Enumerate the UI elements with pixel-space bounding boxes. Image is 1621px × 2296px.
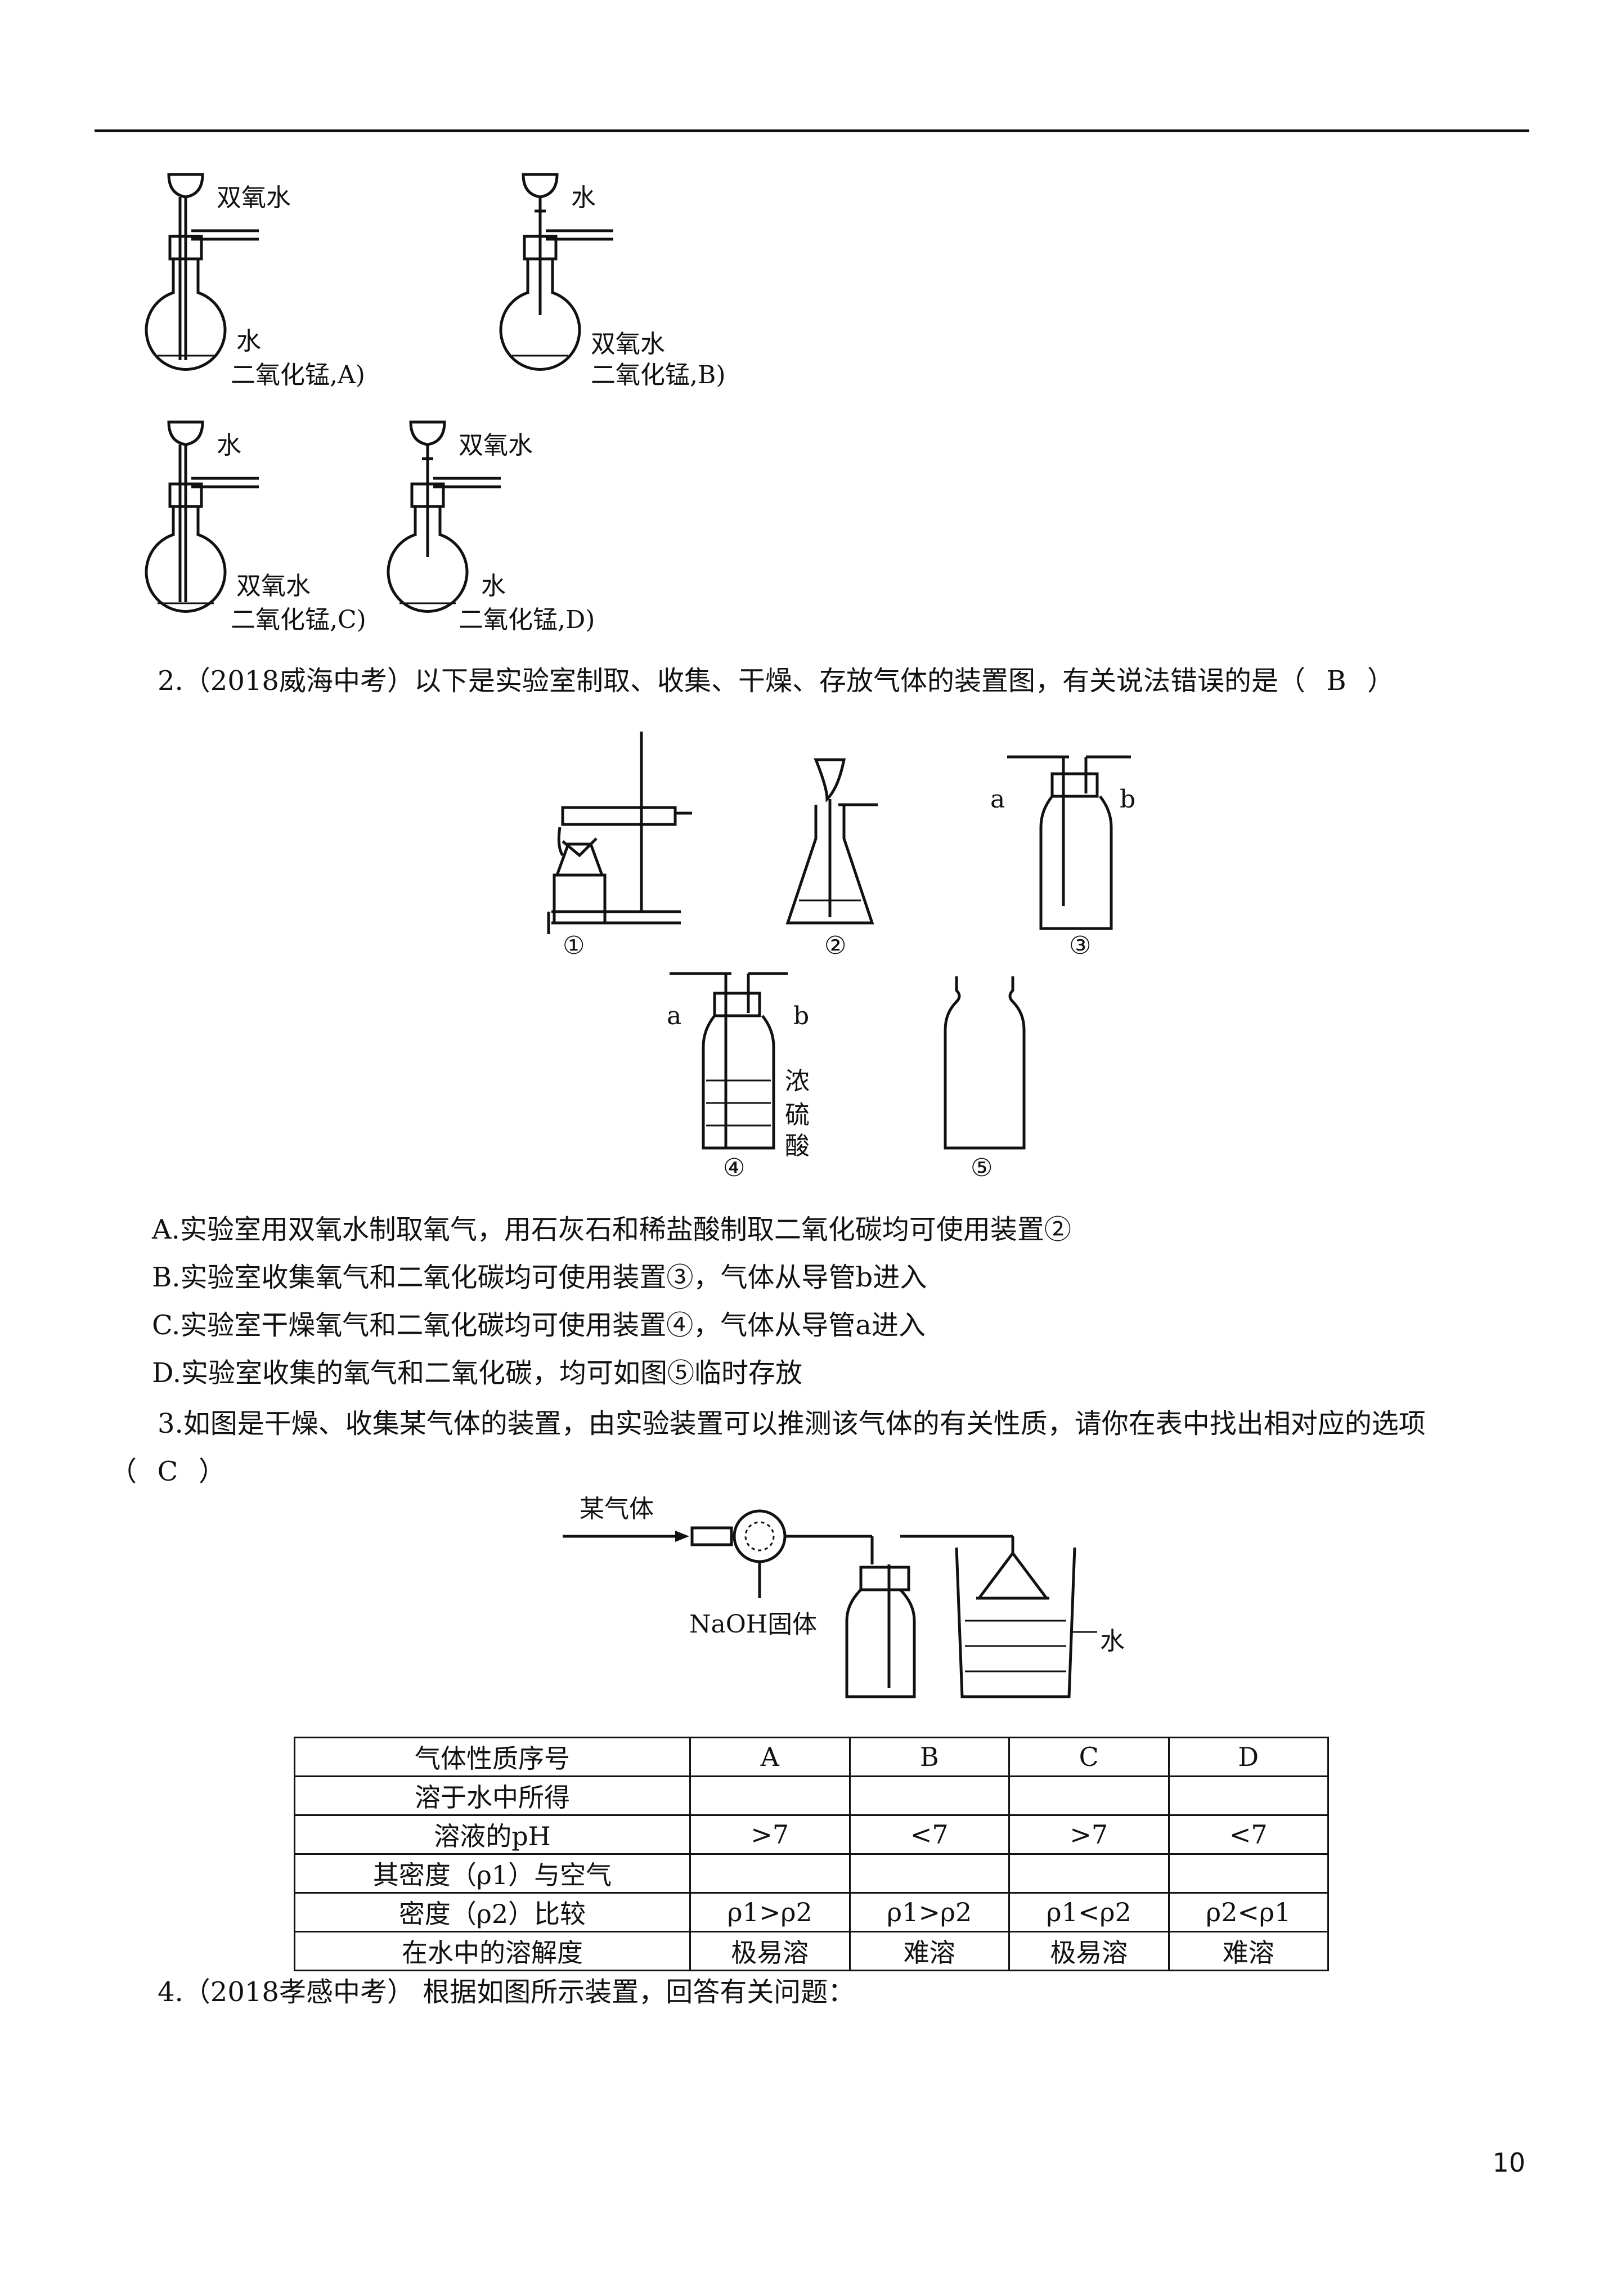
gas-label: 某气体 — [580, 1495, 654, 1523]
apparatus-d — [387, 420, 501, 613]
q2-answer: B — [1326, 665, 1346, 697]
apparatus-4 — [670, 972, 788, 1150]
table-cell: 其密度（ρ1）与空气 — [294, 1853, 691, 1894]
apparatus-2 — [785, 758, 878, 925]
q3-answer: C — [157, 1456, 178, 1487]
apparatus-5-label: ⑤ — [971, 1154, 993, 1182]
fig1-b-bot-label: 二氧化锰,B) — [591, 361, 726, 389]
q3-apparatus-diagram — [563, 1509, 1097, 1698]
fig1-b-top-label: 水 — [571, 183, 596, 212]
q3-stem: 3.如图是干燥、收集某气体的装置，由实验装置可以推测该气体的有关性质，请你在表中… — [158, 1408, 1426, 1440]
apparatus-3-label: ③ — [1069, 931, 1092, 960]
water-label: 水 — [1100, 1627, 1125, 1656]
acid-label-3: 酸 — [785, 1132, 810, 1160]
page-number: 10 — [1492, 2147, 1525, 2178]
table-cell: <7 — [848, 1814, 1010, 1855]
apparatus-3 — [1007, 755, 1131, 930]
fig1-a-bot-label: 二氧化锰,A) — [231, 361, 365, 389]
table-cell — [1008, 1775, 1170, 1816]
fig1-d-top-label: 双氧水 — [459, 431, 533, 460]
table-cell — [1008, 1853, 1170, 1894]
table-cell: >7 — [689, 1814, 851, 1855]
apparatus-2-label: ② — [824, 931, 847, 960]
q2-stem: 2.（2018威海中考）以下是实验室制取、收集、干燥、存放气体的装置图，有关说法… — [158, 665, 1394, 697]
apparatus-4-label: ④ — [723, 1154, 746, 1182]
header-rule — [95, 129, 1529, 132]
fig1-c-top-label: 水 — [217, 431, 241, 460]
table-cell: ρ2<ρ1 — [1168, 1892, 1329, 1932]
apparatus-5 — [944, 976, 1026, 1150]
table-cell: 极易溶 — [1008, 1931, 1170, 1971]
fig1-c-mid-label: 双氧水 — [236, 572, 311, 600]
apparatus-4-a-label: a — [667, 1002, 682, 1030]
q3-answer-line: （C） — [110, 1456, 226, 1487]
table-header-row: 气体性质序号 A B C D — [294, 1737, 1329, 1777]
q2-option-c: C.实验室干燥氧气和二氧化碳均可使用装置④，气体从导管a进入 — [152, 1310, 926, 1341]
fig1-c-bot-label: 二氧化锰,C) — [231, 606, 366, 634]
flask-diagrams — [145, 173, 613, 613]
table-row: 在水中的溶解度 极易溶 难溶 极易溶 难溶 — [294, 1931, 1329, 1971]
table-row: 溶液的pH >7 <7 >7 <7 — [294, 1814, 1329, 1855]
table-cell: 溶液的pH — [294, 1814, 691, 1855]
table-row: 溶于水中所得 — [294, 1775, 1329, 1816]
apparatus-4-b-label: b — [793, 1002, 810, 1030]
q4-stem: 4.（2018孝感中考） 根据如图所示装置，回答有关问题： — [158, 1976, 855, 2008]
q2-option-a: A.实验室用双氧水制取氧气，用石灰石和稀盐酸制取二氧化碳均可使用装置② — [152, 1214, 1071, 1245]
table-header-cell: B — [848, 1737, 1010, 1777]
table-cell — [689, 1853, 851, 1894]
fig1-a-mid-label: 水 — [236, 327, 261, 356]
q2-option-b: B.实验室收集氧气和二氧化碳均可使用装置③，气体从导管b进入 — [152, 1262, 927, 1293]
apparatus-3-b-label: b — [1120, 785, 1136, 814]
table-cell: ρ1<ρ2 — [1008, 1892, 1170, 1932]
table-cell: 在水中的溶解度 — [294, 1931, 691, 1971]
table-cell — [1168, 1775, 1329, 1816]
table-cell: 密度（ρ2）比较 — [294, 1892, 691, 1932]
table-cell: ρ1>ρ2 — [689, 1892, 851, 1932]
apparatus-1 — [547, 732, 692, 934]
table-header-cell: D — [1168, 1737, 1329, 1777]
q2-option-d: D.实验室收集的氧气和二氧化碳，均可如图⑤临时存放 — [152, 1357, 803, 1389]
fig1-a-top-label: 双氧水 — [217, 183, 291, 212]
table-cell: 溶于水中所得 — [294, 1775, 691, 1816]
apparatus-1-label: ① — [563, 931, 585, 960]
fig1-d-bot-label: 二氧化锰,D) — [459, 606, 595, 634]
q2-apparatus-diagram — [547, 732, 1131, 1150]
fig1-d-mid-label: 水 — [481, 572, 506, 600]
gas-property-table: 气体性质序号 A B C D 溶于水中所得 溶液的pH >7 <7 >7 <7 … — [294, 1737, 1329, 1971]
table-cell: 难溶 — [848, 1931, 1010, 1971]
table-cell: 极易溶 — [689, 1931, 851, 1971]
fig1-b-mid-label: 双氧水 — [591, 330, 665, 358]
table-row: 其密度（ρ1）与空气 — [294, 1853, 1329, 1894]
table-header-cell: 气体性质序号 — [294, 1737, 691, 1777]
table-cell — [689, 1775, 851, 1816]
apparatus-c — [145, 420, 259, 613]
table-cell — [1168, 1853, 1329, 1894]
table-cell: <7 — [1168, 1814, 1329, 1855]
table-header-cell: C — [1008, 1737, 1170, 1777]
table-cell — [848, 1775, 1010, 1816]
table-cell: ρ1>ρ2 — [848, 1892, 1010, 1932]
apparatus-3-a-label: a — [990, 785, 1005, 814]
table-cell: >7 — [1008, 1814, 1170, 1855]
table-cell — [848, 1853, 1010, 1894]
table-cell: 难溶 — [1168, 1931, 1329, 1971]
acid-label-1: 浓 — [785, 1067, 810, 1096]
naoh-label: NaOH固体 — [689, 1610, 818, 1639]
table-header-cell: A — [689, 1737, 851, 1777]
table-row: 密度（ρ2）比较 ρ1>ρ2 ρ1>ρ2 ρ1<ρ2 ρ2<ρ1 — [294, 1892, 1329, 1932]
apparatus-b — [499, 173, 613, 371]
acid-label-2: 硫 — [785, 1101, 810, 1129]
apparatus-a — [145, 173, 259, 371]
